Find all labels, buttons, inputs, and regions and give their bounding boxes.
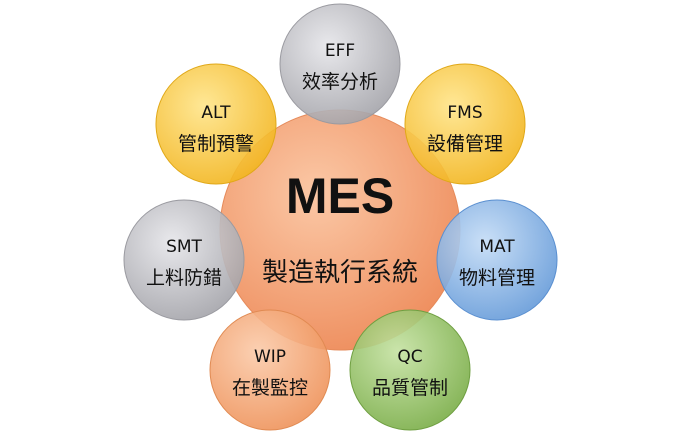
node-eff-abbr: EFF — [325, 41, 355, 61]
node-wip-circle — [209, 309, 331, 431]
node-mat-circle — [436, 199, 558, 321]
node-mat: MAT 物料管理 — [436, 199, 558, 321]
node-smt-name: 上料防錯 — [146, 267, 222, 289]
node-fms-circle — [404, 63, 526, 185]
node-qc-abbr: QC — [397, 347, 422, 367]
node-smt-circle — [123, 199, 245, 321]
node-mat-name: 物料管理 — [459, 267, 535, 289]
node-eff-circle — [279, 3, 401, 125]
node-alt: ALT 管制預警 — [155, 63, 277, 185]
node-qc: QC 品質管制 — [349, 309, 471, 431]
node-fms: FMS 設備管理 — [404, 63, 526, 185]
node-wip-abbr: WIP — [254, 347, 286, 367]
node-wip: WIP 在製監控 — [209, 309, 331, 431]
node-alt-name: 管制預警 — [178, 133, 254, 155]
node-fms-abbr: FMS — [447, 103, 482, 123]
center-abbr: MES — [286, 168, 394, 224]
node-wip-name: 在製監控 — [232, 377, 308, 399]
node-alt-circle — [155, 63, 277, 185]
node-eff: EFF 效率分析 — [279, 3, 401, 125]
node-smt: SMT 上料防錯 — [123, 199, 245, 321]
node-fms-name: 設備管理 — [427, 133, 503, 155]
node-alt-abbr: ALT — [201, 103, 231, 123]
node-qc-circle — [349, 309, 471, 431]
node-smt-abbr: SMT — [166, 237, 202, 257]
center-name: 製造執行系統 — [262, 258, 418, 288]
node-eff-name: 效率分析 — [302, 71, 378, 93]
node-qc-name: 品質管制 — [372, 377, 448, 399]
center-node: MES 製造執行系統 — [219, 109, 461, 351]
node-mat-abbr: MAT — [479, 237, 515, 257]
